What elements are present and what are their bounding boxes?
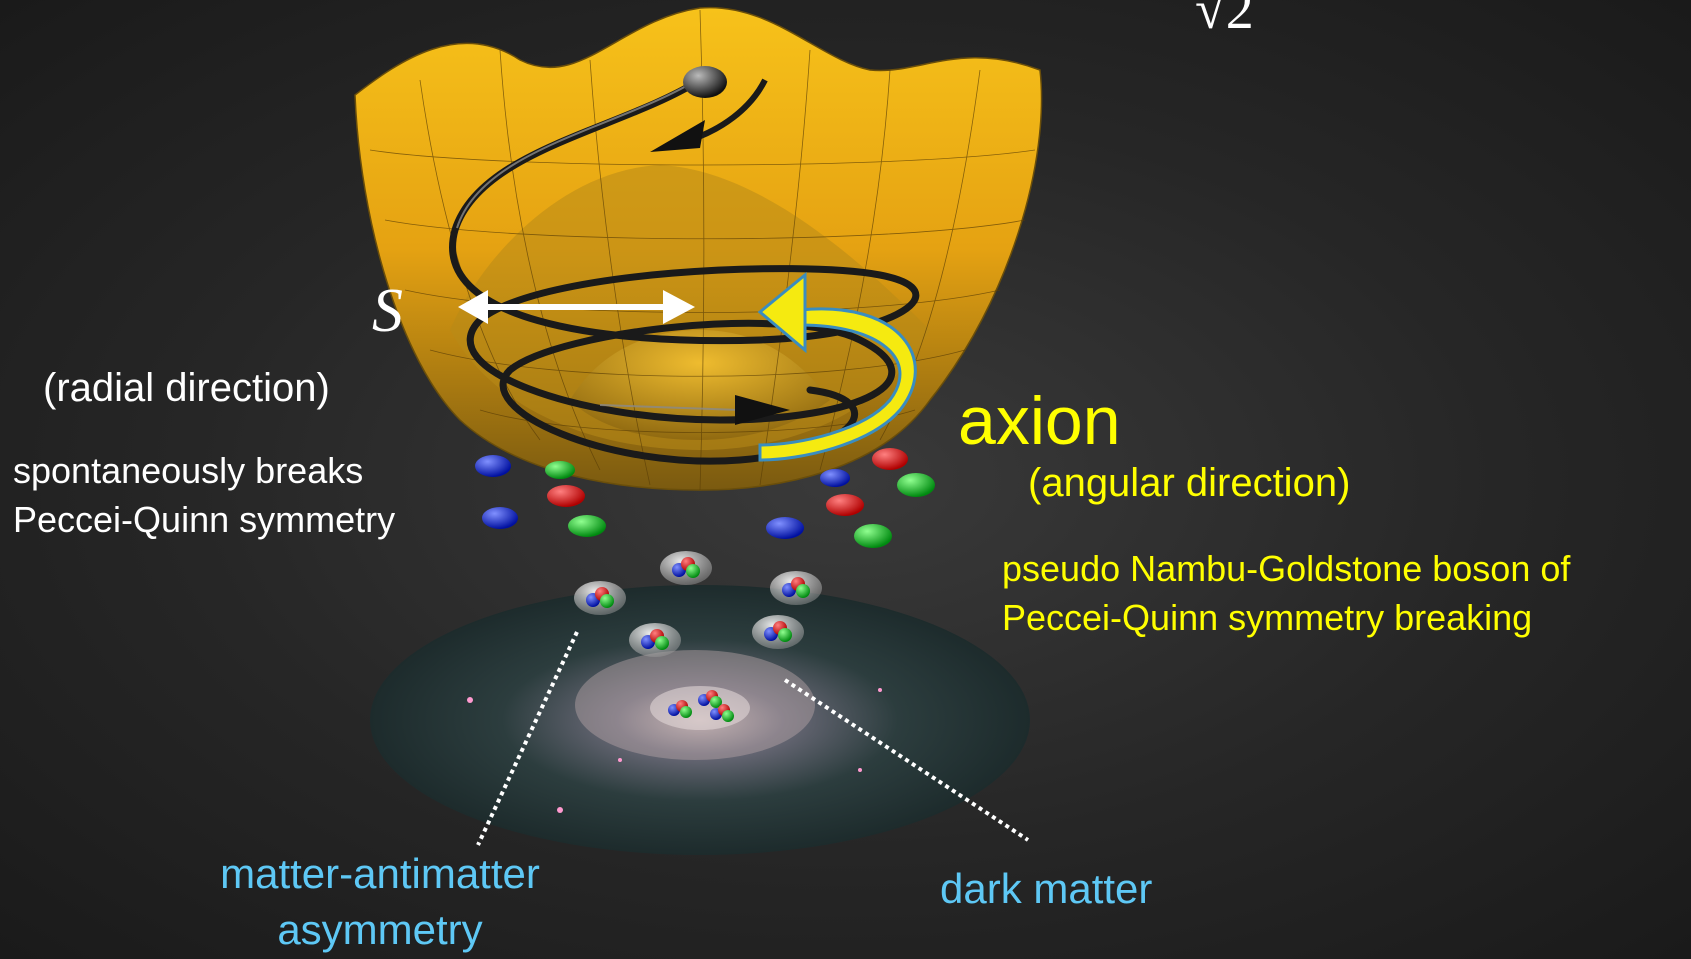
- radial-direction-label: (radial direction): [43, 366, 330, 410]
- asymmetry-line-2: asymmetry: [277, 906, 483, 954]
- dark-matter-leader-line: [783, 678, 1030, 842]
- sqrt-fragment: √2: [1195, 0, 1254, 41]
- s-symbol: S: [372, 277, 403, 345]
- breaks-line-1: spontaneously breaks: [13, 450, 364, 491]
- quark-particles: [475, 448, 935, 548]
- breaks-line-2: Peccei-Quinn symmetry: [13, 499, 396, 541]
- breaks-label: spontaneously breaks Peccei-Quinn symmet…: [13, 450, 395, 541]
- spiral-highlight: [456, 77, 741, 411]
- pseudo-line-1: pseudo Nambu-Goldstone boson of: [1002, 548, 1571, 589]
- radial-arrow-icon: [458, 290, 695, 324]
- baryon-bubbles: [574, 551, 822, 722]
- axion-label: axion: [958, 383, 1121, 459]
- asymmetry-line-1: matter-antimatter: [220, 850, 540, 897]
- inner-arrowhead-icon: [735, 395, 790, 425]
- ball-icon: [683, 66, 727, 98]
- spiral-trajectory: [449, 76, 920, 465]
- angular-arrow-icon: [757, 271, 917, 462]
- trajectory-arrowhead-icon: [650, 120, 705, 152]
- dark-matter-label: dark matter: [940, 865, 1153, 912]
- galaxy-disk: [370, 585, 1030, 855]
- pseudo-label: pseudo Nambu-Goldstone boson of Peccei-Q…: [1002, 548, 1570, 639]
- angular-direction-label: (angular direction): [1028, 461, 1351, 505]
- asymmetry-label: matter-antimatter asymmetry: [195, 850, 565, 955]
- asymmetry-leader-line: [476, 631, 579, 846]
- pseudo-line-2: Peccei-Quinn symmetry breaking: [1002, 597, 1533, 639]
